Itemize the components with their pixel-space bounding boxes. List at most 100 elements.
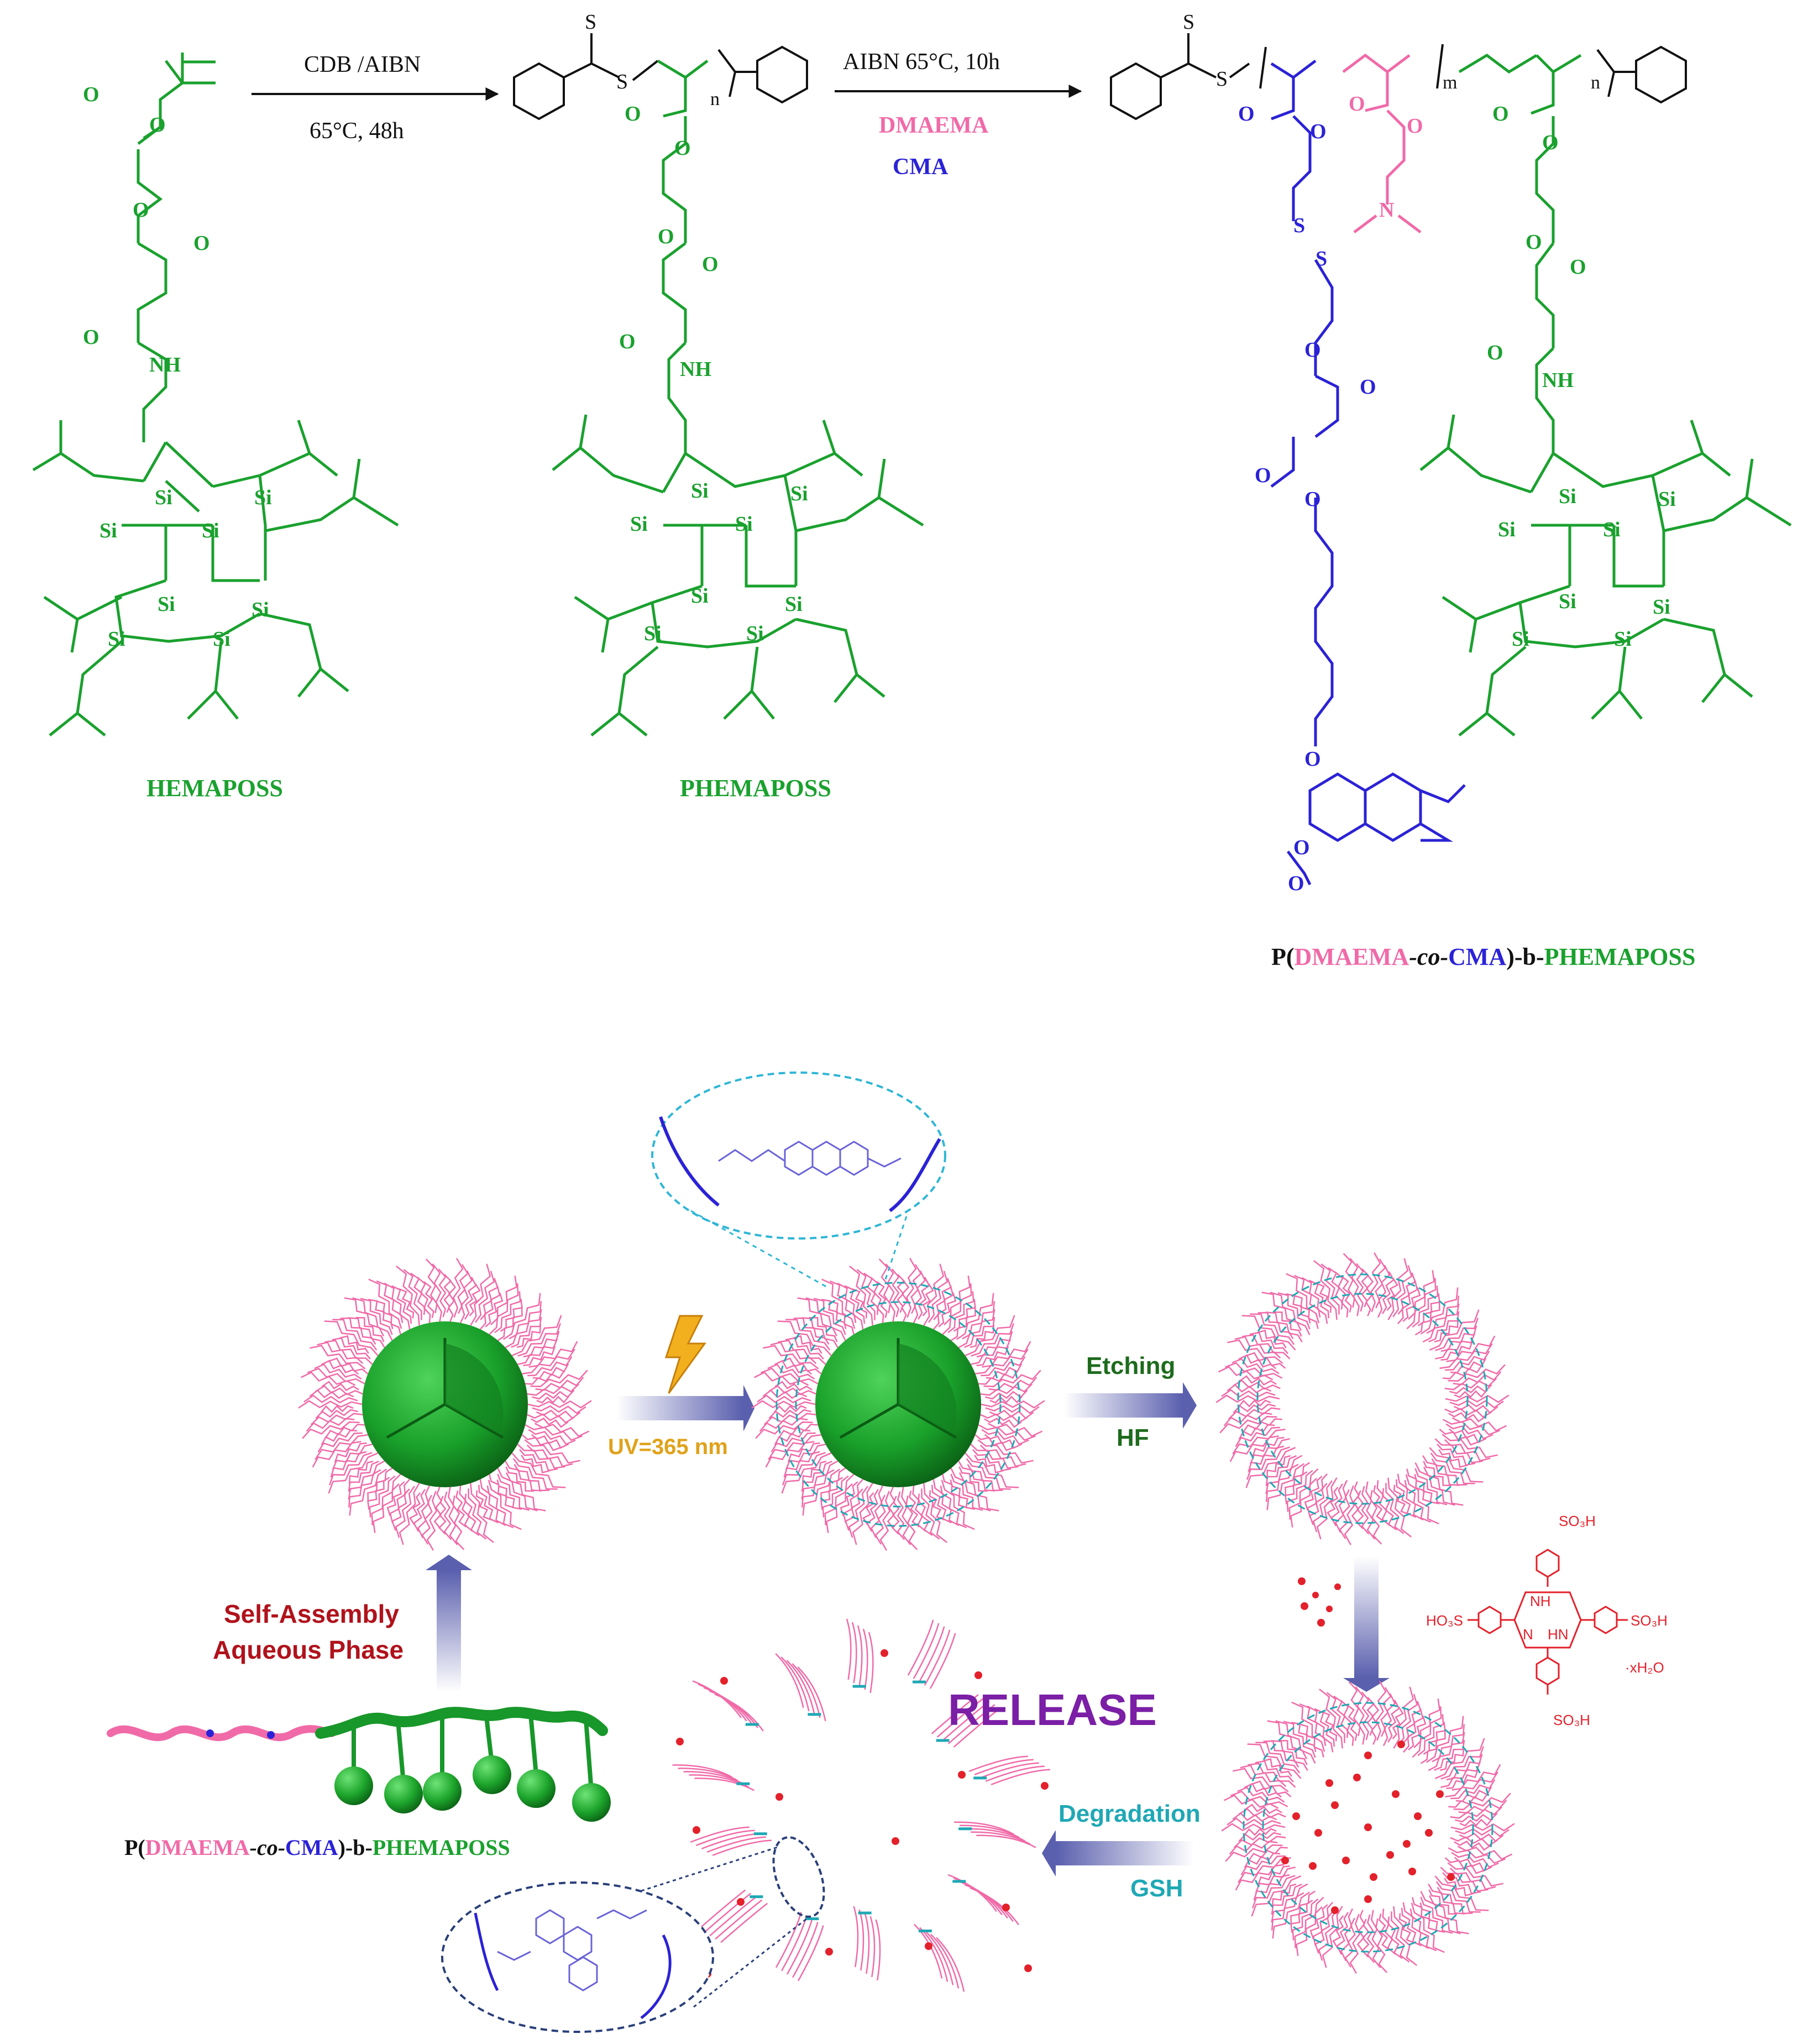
corona-chain	[801, 1460, 827, 1484]
dye-dot	[1408, 1868, 1416, 1875]
corona-chain	[324, 1320, 379, 1356]
tpps-porphyrin-structure	[1468, 1549, 1628, 1695]
corona-chain	[315, 1385, 363, 1395]
corona-chain	[298, 1400, 363, 1409]
corona-chain	[315, 1434, 368, 1460]
fragment-chain	[672, 1764, 732, 1778]
corona-chain	[1232, 1428, 1286, 1455]
atom-s: S	[1316, 247, 1327, 270]
released-dye-dot	[974, 1671, 982, 1679]
dye-dot	[1397, 1740, 1405, 1748]
corona-chain	[459, 1270, 473, 1324]
corona-chain	[1392, 1265, 1413, 1318]
etching-label: Etching	[1086, 1352, 1175, 1379]
corona-chain	[970, 1444, 1019, 1469]
corona-chain	[761, 1367, 819, 1384]
dye-dot	[1414, 1812, 1422, 1820]
corona-chain	[1286, 1273, 1320, 1324]
corona-chain	[980, 1383, 1033, 1396]
fragment-chain	[868, 1632, 874, 1693]
fragment-chain	[698, 1889, 746, 1930]
corona-chain	[527, 1383, 580, 1396]
corona-chain	[1356, 1910, 1365, 1952]
corona-chain	[765, 1441, 815, 1468]
released-dye-dot	[958, 1771, 966, 1779]
corona-chain	[767, 1363, 815, 1380]
corona-chain	[426, 1491, 438, 1551]
corona-chain	[774, 1381, 813, 1391]
corona-chain	[1235, 1426, 1280, 1447]
subscript-n: n	[710, 89, 720, 109]
corona-chain	[1288, 1468, 1319, 1520]
uv-arrow-head	[743, 1385, 754, 1431]
fragment-chain	[925, 1930, 954, 1985]
corona-chain	[763, 1345, 819, 1369]
corona-chain	[1444, 1408, 1492, 1418]
corona-chain	[975, 1348, 1029, 1375]
corona-chain	[983, 1369, 1041, 1388]
corona-chain	[1443, 1364, 1483, 1379]
released-dye-dot	[775, 1793, 783, 1801]
corona-chain	[505, 1461, 542, 1492]
corona-chain	[489, 1474, 515, 1509]
atom-si: Si	[1498, 518, 1516, 541]
dye-dot	[1353, 1774, 1361, 1781]
corona-chain	[1309, 1904, 1328, 1940]
corona-chain	[525, 1424, 583, 1441]
corona-chain	[1265, 1455, 1303, 1494]
corona-chain	[1322, 1906, 1343, 1968]
corona-chain	[1235, 1864, 1285, 1891]
corona-chain	[517, 1444, 565, 1469]
corona-chain	[1430, 1452, 1475, 1484]
corona-chain	[1393, 1686, 1414, 1749]
corona-chain	[1223, 1794, 1279, 1809]
corona-chain	[1225, 1362, 1283, 1379]
tpps-n: N	[1523, 1626, 1533, 1643]
corona-chain	[516, 1324, 542, 1348]
fragment-chain	[913, 1623, 940, 1679]
corona-chain	[821, 1278, 856, 1329]
fragment-chain	[918, 1626, 945, 1682]
fragment-chain	[914, 1923, 943, 1979]
corona-chain	[511, 1452, 566, 1488]
product-phemaposs-structure	[1419, 53, 1792, 736]
corona-chain	[1227, 1339, 1283, 1364]
fragment-chain	[930, 1933, 960, 1989]
fragment-chain	[991, 1769, 1050, 1785]
dye-dot	[1331, 1801, 1339, 1809]
corona-chain	[805, 1297, 846, 1341]
corona-chain	[1445, 1394, 1510, 1403]
corona-chain	[1349, 1914, 1361, 1974]
atom-si: Si	[1512, 628, 1529, 651]
fragment-chain	[924, 1629, 951, 1686]
corona-chain	[965, 1452, 1019, 1488]
corona-chain	[1435, 1333, 1476, 1360]
corona-chain	[1451, 1417, 1507, 1432]
corona-chain	[1420, 1896, 1453, 1934]
corona-chain	[1248, 1847, 1288, 1862]
corona-chain	[1373, 1485, 1385, 1522]
corona-chain	[1438, 1449, 1468, 1468]
cma-unit-structure	[1270, 60, 1466, 886]
corona-chain	[781, 1452, 832, 1494]
corona-chain	[395, 1486, 415, 1538]
corona-chain	[1245, 1352, 1286, 1369]
corona-chain	[978, 1369, 1019, 1385]
corona-chain	[1440, 1761, 1481, 1788]
corona-chain	[879, 1491, 891, 1551]
dmaema-unit-structure	[1342, 53, 1422, 233]
corona-chain	[1221, 1389, 1276, 1398]
corona-chain	[1292, 1898, 1319, 1941]
fragment-chain	[786, 1660, 815, 1715]
corona-chain	[1435, 1881, 1481, 1913]
corona-chain	[348, 1460, 374, 1484]
degradation-label: Degradation	[1058, 1800, 1201, 1827]
corona-chain	[1420, 1729, 1446, 1764]
corona-chain	[981, 1429, 1029, 1445]
hemaposs-structure	[32, 53, 399, 736]
corona-chain	[1251, 1875, 1302, 1917]
atom-si: Si	[99, 519, 117, 542]
dye-dot	[1436, 1790, 1444, 1798]
corona-chain	[1439, 1747, 1465, 1771]
corona-chain	[1286, 1470, 1313, 1512]
